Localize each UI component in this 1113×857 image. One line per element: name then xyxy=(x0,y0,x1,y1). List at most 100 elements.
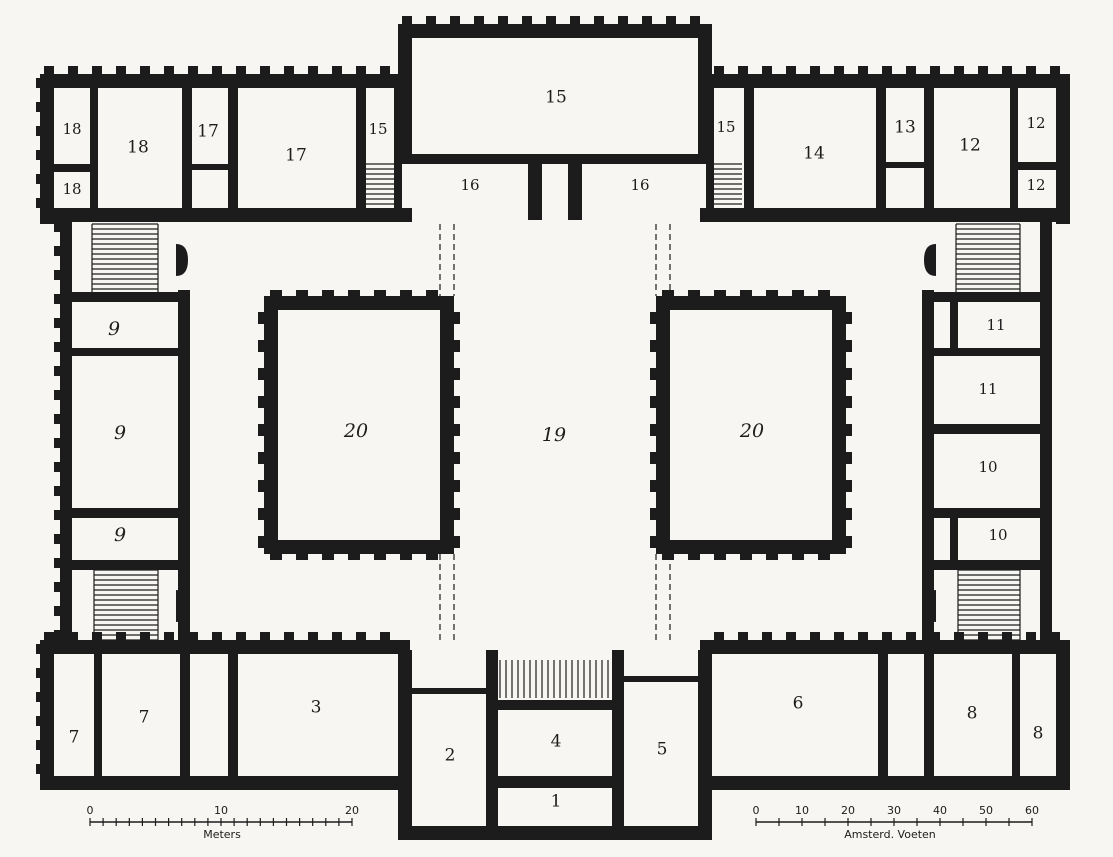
buttress xyxy=(452,480,460,492)
room-label-12b: 12 xyxy=(959,136,981,156)
scale-meters-tick-10: 10 xyxy=(214,804,228,817)
pilaster xyxy=(356,780,366,788)
pilaster xyxy=(930,632,940,640)
scale-bar-meters: 0 10 20 Meters xyxy=(87,804,360,841)
pilaster xyxy=(260,66,270,74)
pilaster xyxy=(810,212,820,220)
pilaster xyxy=(762,780,772,788)
pilaster xyxy=(284,66,294,74)
pilaster xyxy=(68,632,78,640)
pilaster xyxy=(762,66,772,74)
pilaster xyxy=(426,830,436,838)
buttress xyxy=(270,552,282,560)
buttress xyxy=(766,552,778,560)
pilaster xyxy=(92,212,102,220)
buttress xyxy=(650,340,658,352)
buttress xyxy=(452,424,460,436)
pilaster xyxy=(236,66,246,74)
pilaster xyxy=(618,830,628,838)
pilaster xyxy=(1044,438,1052,448)
pilaster xyxy=(212,66,222,74)
pilaster xyxy=(236,212,246,220)
buttress xyxy=(452,536,460,548)
pilaster xyxy=(164,632,174,640)
pilaster xyxy=(642,16,652,24)
pilaster xyxy=(978,66,988,74)
pilaster xyxy=(54,486,62,496)
pilaster xyxy=(906,212,916,220)
pilaster xyxy=(1026,66,1036,74)
pilaster xyxy=(164,212,174,220)
pilaster xyxy=(116,212,126,220)
pilaster xyxy=(858,66,868,74)
room-label-17b: 17 xyxy=(285,146,307,166)
pilaster xyxy=(36,126,44,136)
niches xyxy=(176,244,936,622)
pilaster xyxy=(36,692,44,702)
buttress xyxy=(374,290,386,298)
buttress xyxy=(296,290,308,298)
pilaster xyxy=(36,198,44,208)
buttress xyxy=(650,452,658,464)
pilaster xyxy=(44,780,54,788)
pilaster xyxy=(1044,462,1052,472)
pilaster xyxy=(380,780,390,788)
buttress xyxy=(844,452,852,464)
buttress xyxy=(258,312,266,324)
pilaster xyxy=(308,66,318,74)
room-label-10b: 10 xyxy=(988,526,1007,544)
room-label-1: 1 xyxy=(551,792,562,812)
pilaster xyxy=(1050,212,1060,220)
buttress xyxy=(452,368,460,380)
buttress xyxy=(322,552,334,560)
buttress xyxy=(452,340,460,352)
buttress xyxy=(452,312,460,324)
buttress xyxy=(844,312,852,324)
pilaster xyxy=(498,830,508,838)
pilaster xyxy=(260,212,270,220)
pilaster xyxy=(1044,222,1052,232)
room-label-18c: 18 xyxy=(62,180,81,198)
pilaster xyxy=(92,632,102,640)
buttress xyxy=(258,424,266,436)
pilaster xyxy=(978,632,988,640)
pilaster xyxy=(714,780,724,788)
pilaster xyxy=(906,632,916,640)
pilaster xyxy=(36,668,44,678)
buttress xyxy=(818,290,830,298)
pilaster xyxy=(1044,342,1052,352)
pilaster xyxy=(188,66,198,74)
pilaster xyxy=(188,632,198,640)
pilaster xyxy=(1060,126,1068,136)
pilaster xyxy=(164,66,174,74)
pilaster xyxy=(236,780,246,788)
room-label-9b: 9 xyxy=(114,422,126,444)
pilaster xyxy=(356,212,366,220)
pilaster xyxy=(356,66,366,74)
scale-feet-tick-30: 30 xyxy=(887,804,901,817)
buttress xyxy=(844,396,852,408)
pilaster xyxy=(1060,668,1068,678)
pilaster xyxy=(36,644,44,654)
pilaster xyxy=(140,780,150,788)
buttress xyxy=(452,396,460,408)
scale-feet-tick-0: 0 xyxy=(753,804,760,817)
pilaster xyxy=(1044,246,1052,256)
buttress xyxy=(258,536,266,548)
pilaster xyxy=(1002,780,1012,788)
buttress xyxy=(714,290,726,298)
pilaster xyxy=(164,780,174,788)
pilaster xyxy=(380,66,390,74)
buttress xyxy=(348,290,360,298)
pilaster xyxy=(690,830,700,838)
pilaster xyxy=(786,632,796,640)
buttress xyxy=(258,480,266,492)
room-label-13: 13 xyxy=(894,118,916,138)
pilaster xyxy=(594,16,604,24)
pilaster xyxy=(54,510,62,520)
buttress xyxy=(400,290,412,298)
pilaster xyxy=(1060,174,1068,184)
pilaster xyxy=(44,632,54,640)
buttress xyxy=(348,552,360,560)
